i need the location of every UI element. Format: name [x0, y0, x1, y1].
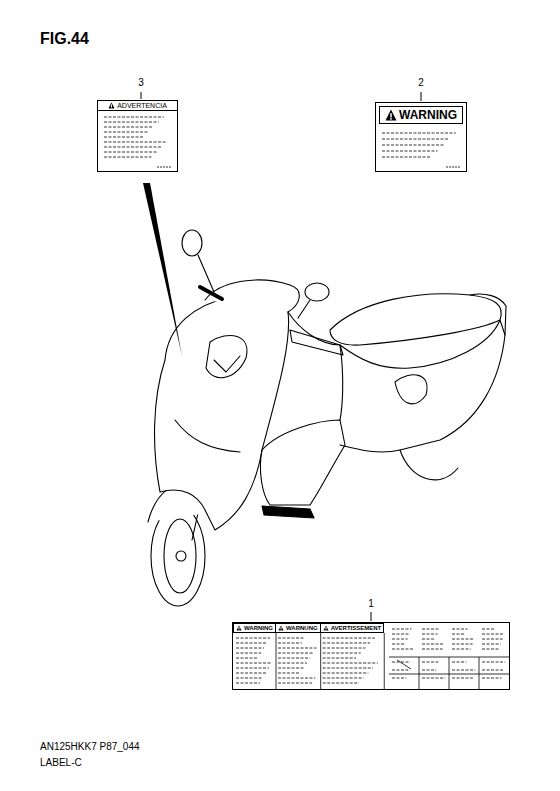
- warning-icon: [278, 625, 284, 631]
- side-vent: [395, 375, 427, 404]
- warning-heading: WARNUNG: [286, 625, 318, 631]
- warning-heading: WARNING: [244, 625, 273, 631]
- leader-line: [421, 92, 422, 101]
- callout-number: 1: [368, 598, 374, 609]
- warning-heading: AVERTISSEMENT: [331, 625, 382, 631]
- front-tire: [151, 506, 205, 606]
- front-shield: [155, 295, 289, 530]
- right-mirror: [305, 283, 329, 301]
- callout-number: 2: [418, 77, 424, 88]
- label-print-lines: [98, 101, 177, 171]
- leader-line: [371, 612, 372, 621]
- warning-label: ADVERTENCIA: [97, 100, 178, 172]
- figure-code: LABEL-C: [40, 757, 82, 768]
- warning-icon: [385, 109, 397, 121]
- rear-wheel: [400, 450, 458, 480]
- warning-label: WARNING WARNUNG AVERTISSEMENT: [232, 622, 510, 690]
- seat: [330, 294, 501, 345]
- left-grip: [200, 287, 222, 299]
- shield-crease: [175, 420, 240, 452]
- leader-line: [141, 92, 142, 99]
- callout-number: 3: [138, 77, 144, 88]
- warning-heading: WARNING: [399, 108, 457, 122]
- warning-icon: [236, 625, 242, 631]
- header-row: WARNING WARNUNG AVERTISSEMENT: [233, 623, 509, 633]
- header-cell: WARNING: [233, 623, 276, 633]
- label-header: WARNING: [379, 106, 463, 124]
- left-mirror: [182, 230, 202, 256]
- pointer-wedge: [143, 183, 182, 356]
- figure-code: AN125HKK7 P87_044: [40, 741, 140, 752]
- front-rim: [164, 519, 196, 593]
- tail-rack: [470, 294, 506, 335]
- floor-step: [262, 506, 314, 518]
- header-cell: WARNUNG: [275, 623, 321, 633]
- right-mirror-stem: [298, 300, 310, 318]
- warning-label: WARNING: [375, 102, 467, 172]
- left-mirror-stem: [198, 255, 214, 292]
- warning-icon: [323, 625, 329, 631]
- label-header: ADVERTENCIA: [98, 101, 177, 111]
- front-cowl: [206, 335, 247, 377]
- rear-body: [340, 320, 505, 452]
- warning-icon: [108, 102, 115, 109]
- header-cell: AVERTISSEMENT: [320, 623, 385, 633]
- figure-title: FIG.44: [40, 30, 89, 48]
- warning-heading: ADVERTENCIA: [117, 102, 167, 109]
- front-hub: [176, 551, 186, 561]
- front-emblem: [214, 356, 240, 372]
- floorboard: [260, 420, 345, 505]
